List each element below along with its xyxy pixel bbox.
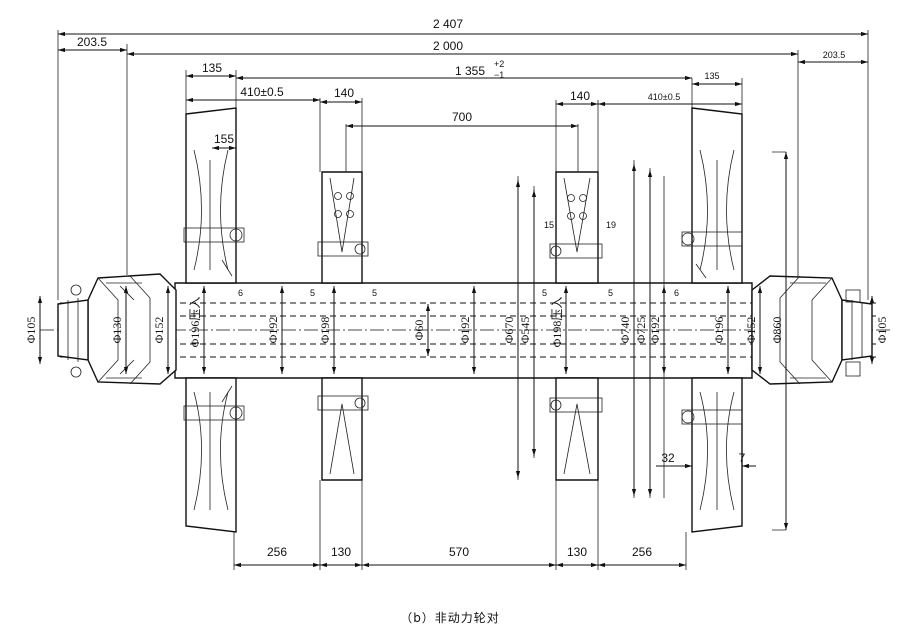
dim-gauge-tol-plus: +2 bbox=[494, 59, 504, 69]
left-brake-disc bbox=[317, 171, 369, 481]
dia-l196: Φ196压入 bbox=[188, 297, 202, 348]
dim-right-410: 410±0.5 bbox=[648, 92, 680, 102]
dim-small-15: 15 bbox=[544, 220, 554, 230]
diameter-lines bbox=[37, 152, 875, 530]
dim-small-5b: 5 bbox=[372, 288, 377, 298]
right-wheel bbox=[681, 107, 743, 533]
dia-c545: Φ545 bbox=[518, 317, 532, 344]
dia-r725: Φ725 bbox=[634, 317, 648, 344]
left-axle-box bbox=[57, 273, 177, 385]
dia-r192: Φ192 bbox=[648, 317, 662, 344]
dia-r105: Φ105 bbox=[875, 317, 889, 344]
dim-left-410: 410±0.5 bbox=[240, 85, 284, 99]
dim-130-left: 130 bbox=[331, 545, 351, 559]
dia-c192: Φ192 bbox=[458, 317, 472, 344]
top-dimension-lines bbox=[58, 31, 868, 151]
dim-small-7: 7 bbox=[739, 451, 746, 465]
dim-256-right: 256 bbox=[632, 545, 652, 559]
dia-l198: Φ198 bbox=[318, 317, 332, 344]
dia-l130: Φ130 bbox=[110, 317, 124, 344]
dia-r860: Φ860 bbox=[770, 317, 784, 344]
dia-r152: Φ152 bbox=[744, 317, 758, 344]
dim-left-140: 140 bbox=[334, 86, 354, 100]
bottom-labels: 256 130 570 130 256 bbox=[267, 545, 652, 559]
right-axle-box bbox=[751, 275, 873, 385]
dim-256-left: 256 bbox=[267, 545, 287, 559]
dim-between: 2 000 bbox=[433, 39, 463, 53]
bottom-dimension-lines bbox=[234, 463, 756, 568]
figure-caption: （b）非动力轮对 bbox=[400, 611, 500, 625]
dim-right-end: 203.5 bbox=[823, 50, 846, 60]
dia-r198: Φ198压入 bbox=[550, 297, 564, 348]
dim-left-wheel: 135 bbox=[202, 61, 222, 75]
dim-right-wheel: 135 bbox=[704, 71, 719, 81]
dim-small-6a: 6 bbox=[238, 288, 243, 298]
dim-left-end: 203.5 bbox=[77, 35, 107, 49]
dim-gauge: 1 355 bbox=[455, 64, 485, 78]
dim-570: 570 bbox=[449, 545, 469, 559]
right-brake-disc bbox=[549, 171, 603, 481]
diameter-labels: Φ105 Φ130 Φ152 Φ196压入 Φ192 Φ198 Φ60 Φ192… bbox=[24, 297, 889, 348]
dim-small-5a: 5 bbox=[310, 288, 315, 298]
dia-r740: Φ740 bbox=[618, 317, 632, 344]
dia-l192: Φ192 bbox=[266, 317, 280, 344]
left-wheel bbox=[183, 107, 245, 533]
dim-disc-700: 700 bbox=[452, 110, 472, 124]
dim-130-right: 130 bbox=[567, 545, 587, 559]
dim-small-5c: 5 bbox=[542, 288, 547, 298]
dim-right-140: 140 bbox=[570, 89, 590, 103]
dim-left-155: 155 bbox=[214, 132, 234, 146]
top-labels: 2 407 203.5 2 000 203.5 135 1 355 +2 −1 … bbox=[77, 17, 845, 465]
dia-l105: Φ105 bbox=[24, 317, 38, 344]
axle bbox=[40, 282, 890, 379]
dim-small-19: 19 bbox=[606, 220, 616, 230]
dim-small-32: 32 bbox=[661, 451, 675, 465]
dim-overall: 2 407 bbox=[433, 17, 463, 31]
dim-gauge-tol-minus: −1 bbox=[494, 70, 504, 80]
dia-l152: Φ152 bbox=[152, 317, 166, 344]
dia-r196: Φ196 bbox=[712, 317, 726, 344]
dim-small-5d: 5 bbox=[608, 288, 613, 298]
dia-c60: Φ60 bbox=[412, 320, 426, 341]
dim-small-6b: 6 bbox=[674, 288, 679, 298]
dia-c670: Φ670 bbox=[502, 317, 516, 344]
